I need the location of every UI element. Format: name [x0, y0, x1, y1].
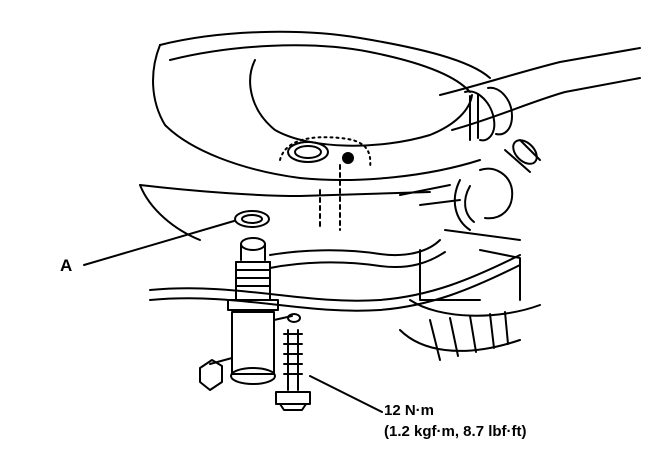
leader-lines	[83, 220, 383, 413]
coolant-hose	[439, 47, 641, 142]
o-ring	[234, 210, 270, 228]
solenoid-valve	[199, 237, 301, 391]
mounting-bolt	[275, 329, 311, 411]
wire-harness	[149, 239, 521, 312]
part-a-callout: A	[60, 256, 73, 275]
upper-casting	[139, 30, 491, 241]
torque-spec-conversions: (1.2 kgf·m, 8.7 lbf·ft)	[384, 423, 527, 440]
temperature-sensor	[399, 139, 541, 241]
torque-spec-metric: 12 N·m	[384, 402, 435, 419]
plug-hole-outline	[279, 136, 372, 231]
lower-right-bracket	[399, 249, 541, 361]
